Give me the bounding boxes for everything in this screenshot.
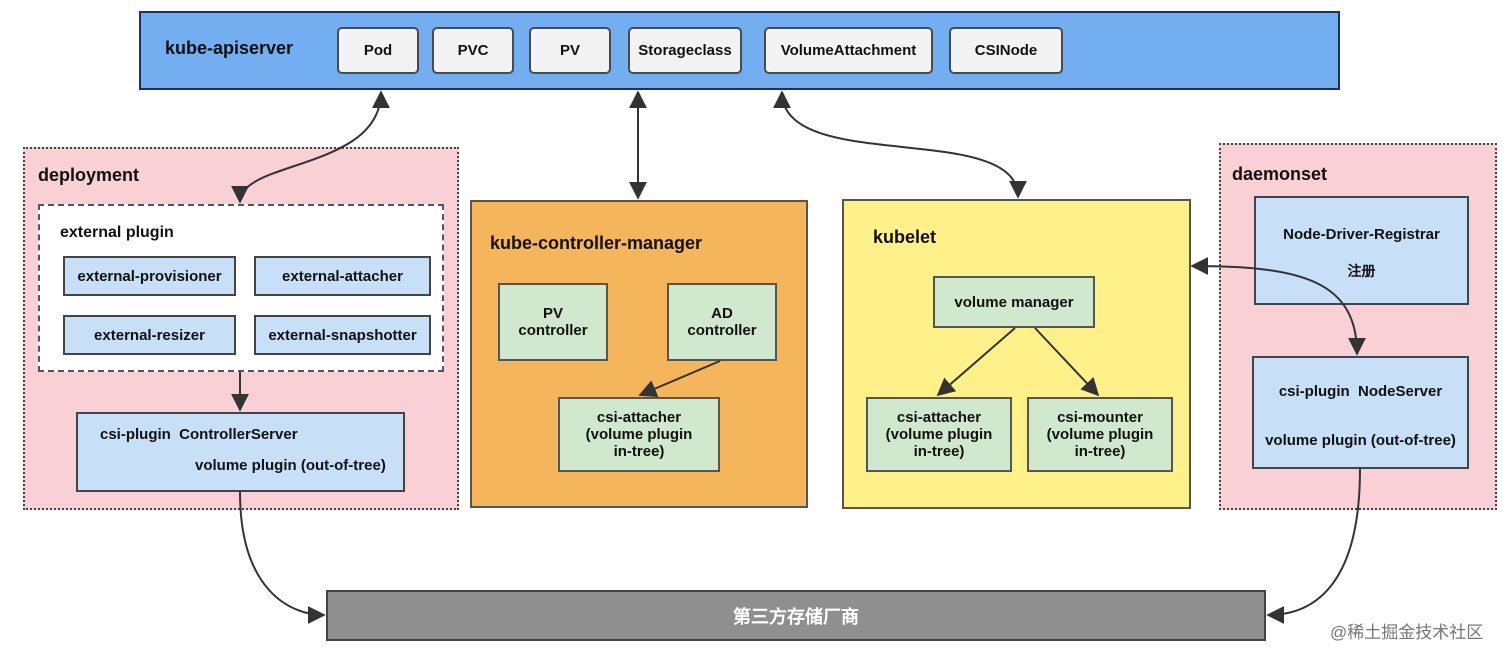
arrow-nodeserver-vendor <box>1266 468 1361 624</box>
resource-pvc: PVC <box>432 27 514 74</box>
storage-vendor-box: 第三方存储厂商 <box>326 590 1266 641</box>
controller-server-title: csi-plugin ControllerServer <box>100 426 298 443</box>
resource-csinode: CSINode <box>949 27 1063 74</box>
kcm-csi-attacher-box: csi-attacher (volume plugin in-tree) <box>558 397 720 472</box>
resource-volumeattachment: VolumeAttachment <box>764 27 933 74</box>
arrow-vm-mounter <box>1034 327 1100 397</box>
external-attacher-box: external-attacher <box>254 256 431 296</box>
arrow-ad-attacher <box>638 360 721 397</box>
kubelet-csi-mounter-box: csi-mounter (volume plugin in-tree) <box>1027 397 1173 472</box>
deployment-title: deployment <box>38 165 140 185</box>
ad-controller-box: AD controller <box>667 283 777 361</box>
kube-controller-manager-title: kube-controller-manager <box>490 233 703 253</box>
arrow-vm-attacher <box>936 327 1016 397</box>
resource-storageclass: Storageclass <box>628 27 742 74</box>
kube-apiserver-title: kube-apiserver <box>165 38 294 58</box>
external-resizer-box: external-resizer <box>63 315 236 355</box>
kubelet-csi-attacher-box: csi-attacher (volume plugin in-tree) <box>866 397 1012 472</box>
node-driver-registrar-title: Node-Driver-Registrar <box>1283 226 1440 243</box>
external-provisioner-box: external-provisioner <box>63 256 236 296</box>
arrow-pod-deployment <box>231 90 390 204</box>
watermark: @稀土掘金技术社区 <box>1330 623 1484 642</box>
volume-manager-box: volume manager <box>933 276 1095 328</box>
resource-pv: PV <box>529 27 611 74</box>
external-snapshotter-box: external-snapshotter <box>254 315 431 355</box>
controller-server-subtitle: volume plugin (out-of-tree) <box>195 457 386 474</box>
external-plugin-title: external plugin <box>60 224 174 241</box>
arrow-volumeattachment-kubelet <box>773 90 1027 199</box>
node-server-subtitle: volume plugin (out-of-tree) <box>1265 432 1456 449</box>
node-server-title: csi-plugin NodeServer <box>1278 383 1443 400</box>
pv-controller-box: PV controller <box>498 283 608 361</box>
resource-pod: Pod <box>337 27 419 74</box>
daemonset-title: daemonset <box>1232 164 1328 184</box>
kubelet-title: kubelet <box>873 227 937 247</box>
arrow-controller-vendor <box>239 491 326 624</box>
node-server-box <box>1252 356 1469 469</box>
arrow-kubelet-nodeserver <box>1190 257 1366 356</box>
controller-server-box <box>76 412 405 492</box>
